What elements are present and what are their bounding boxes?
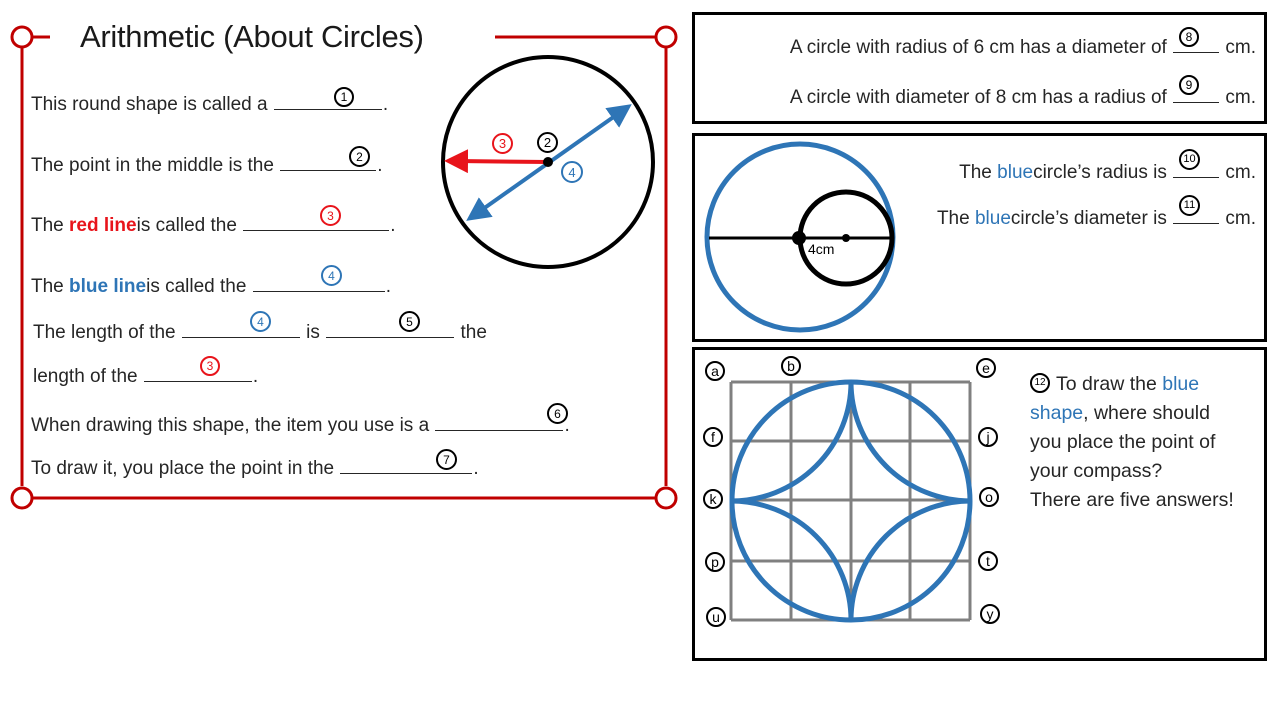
grid-point-j[interactable]: j bbox=[978, 427, 998, 447]
question-3: The red lineis called the . bbox=[31, 210, 396, 237]
page-title: Arithmetic (About Circles) bbox=[80, 19, 424, 54]
grid-point-p[interactable]: p bbox=[705, 552, 725, 572]
grid-point-t[interactable]: t bbox=[978, 551, 998, 571]
question-11: The bluecircle’s diameter is cm. bbox=[937, 203, 1256, 230]
question-12: To draw the blue shape, where should you… bbox=[1030, 373, 1234, 511]
frame-corner-bottom-left bbox=[10, 486, 34, 510]
badge-10: 10 bbox=[1179, 149, 1200, 170]
badge-2: 2 bbox=[349, 146, 370, 167]
big-circle bbox=[441, 55, 655, 269]
blue-circle-center bbox=[792, 231, 806, 245]
question-10: The bluecircle’s radius is cm. bbox=[959, 157, 1256, 184]
question-2: The point in the middle is the . bbox=[31, 150, 382, 177]
badge-9: 9 bbox=[1179, 75, 1199, 95]
answer-blank-6[interactable] bbox=[435, 410, 564, 431]
badge-8: 8 bbox=[1179, 27, 1199, 47]
answer-blank-11[interactable] bbox=[1173, 203, 1220, 224]
answer-blank-5[interactable] bbox=[326, 317, 455, 338]
question-1: This round shape is called a . bbox=[31, 89, 388, 116]
diagram-badge-2: 2 bbox=[537, 132, 558, 153]
badge-3b: 3 bbox=[200, 356, 220, 376]
question-9: A circle with diameter of 8 cm has a rad… bbox=[790, 82, 1256, 109]
radius-label-4cm: 4cm bbox=[808, 241, 835, 257]
grid-point-y[interactable]: y bbox=[980, 604, 1000, 624]
grid-point-u[interactable]: u bbox=[706, 607, 726, 627]
grid-point-f[interactable]: f bbox=[703, 427, 723, 447]
badge-7: 7 bbox=[436, 449, 457, 470]
blue-line-highlight: blue line bbox=[69, 276, 147, 297]
frame-corner-bottom-right bbox=[654, 486, 678, 510]
grid-point-k[interactable]: k bbox=[703, 489, 723, 509]
answer-blank-1[interactable] bbox=[273, 89, 382, 110]
answer-blank-8[interactable] bbox=[1173, 32, 1220, 53]
badge-4: 4 bbox=[321, 265, 342, 286]
badge-1: 1 bbox=[334, 87, 354, 107]
panel-radius-diameter bbox=[692, 12, 1267, 124]
blue-shape bbox=[729, 379, 973, 623]
diagram-badge-3: 3 bbox=[492, 133, 513, 154]
question-8: A circle with radius of 6 cm has a diame… bbox=[790, 32, 1256, 59]
answer-blank-4[interactable] bbox=[252, 271, 385, 292]
badge-6: 6 bbox=[547, 403, 568, 424]
badge-3: 3 bbox=[320, 205, 341, 226]
grid-point-a[interactable]: a bbox=[705, 361, 725, 381]
grid-point-e[interactable]: e bbox=[976, 358, 996, 378]
question-6: When drawing this shape, the item you us… bbox=[31, 410, 570, 437]
answer-blank-9[interactable] bbox=[1173, 82, 1220, 103]
badge-11: 11 bbox=[1179, 195, 1200, 216]
grid-point-o[interactable]: o bbox=[979, 487, 999, 507]
frame-corner-top-right bbox=[654, 25, 678, 49]
badge-4b: 4 bbox=[250, 311, 271, 332]
answer-blank-2[interactable] bbox=[280, 150, 377, 171]
red-line-highlight: red line bbox=[69, 215, 137, 236]
question-7: To draw it, you place the point in the . bbox=[31, 453, 479, 480]
answer-blank-7[interactable] bbox=[340, 453, 473, 474]
question-4: The blue lineis called the . bbox=[31, 271, 391, 298]
grid-point-b[interactable]: b bbox=[781, 356, 801, 376]
question-5-line-1: The length of the is the bbox=[33, 317, 487, 344]
answer-blank-3[interactable] bbox=[243, 210, 390, 231]
center-point bbox=[543, 157, 553, 167]
answer-blank-3b[interactable] bbox=[143, 361, 252, 382]
answer-blank-10[interactable] bbox=[1173, 157, 1220, 178]
diagram-badge-4: 4 bbox=[561, 161, 583, 183]
frame-corner-top-left bbox=[10, 25, 34, 49]
answer-blank-4b[interactable] bbox=[181, 317, 300, 338]
badge-5: 5 bbox=[399, 311, 420, 332]
small-circle-center bbox=[842, 234, 850, 242]
question-5-line-2: length of the . bbox=[33, 361, 258, 388]
badge-12: 12 bbox=[1030, 373, 1050, 393]
